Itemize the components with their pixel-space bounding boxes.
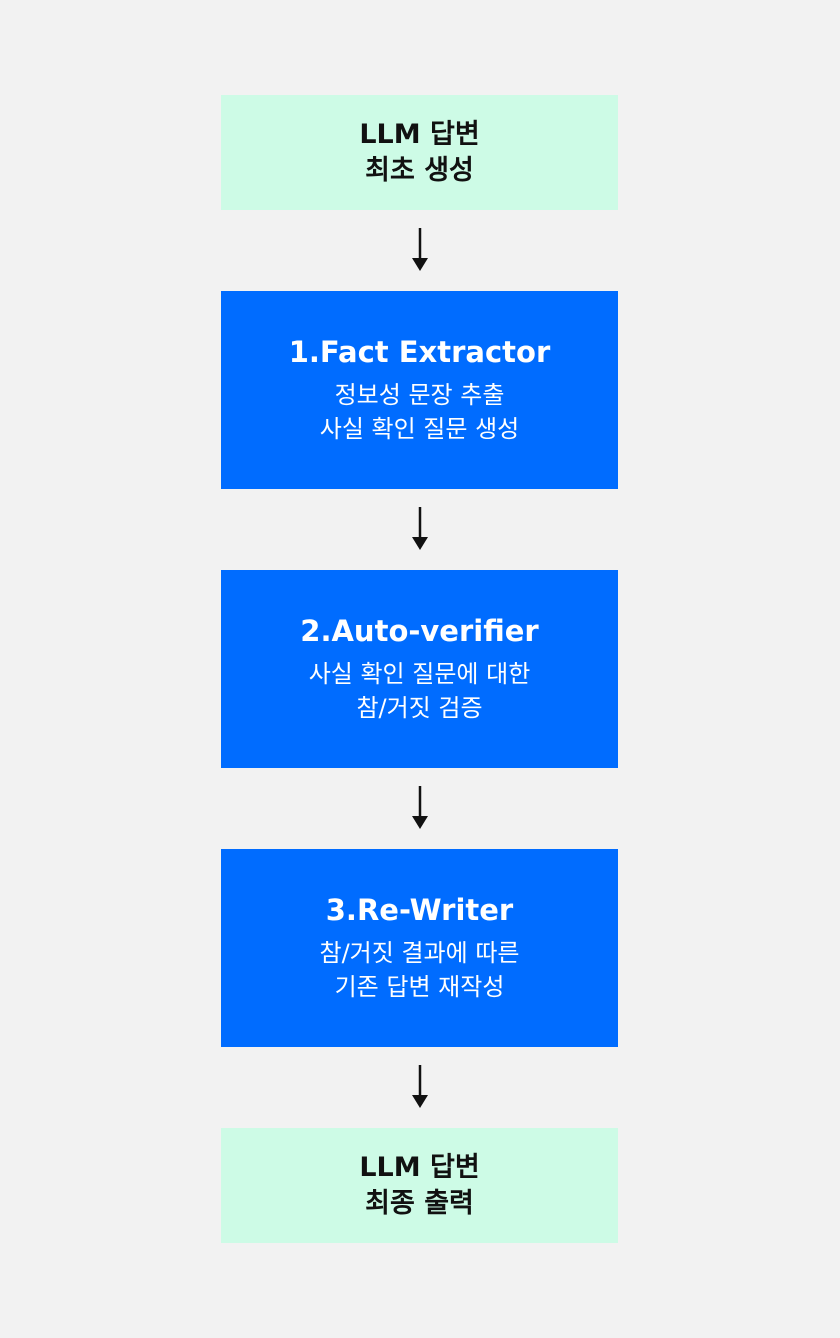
re-writer-desc-2: 기존 답변 재작성 [334,973,505,1001]
arrow-down-icon [412,507,428,550]
fact-extractor-desc-1: 정보성 문장 추출 [334,381,505,409]
auto-verifier-desc-2: 참/거짓 검증 [356,694,483,722]
fact-extractor-box: 1.Fact Extractor 정보성 문장 추출 사실 확인 질문 생성 [221,291,618,489]
end-line-2: 최종 출력 [365,1187,474,1219]
end-box: LLM 답변 최종 출력 [221,1128,618,1243]
fact-extractor-title: 1.Fact Extractor [288,335,551,369]
start-line-2: 최초 생성 [365,154,474,186]
start-box: LLM 답변 최초 생성 [221,95,618,210]
arrow-down-icon [412,228,428,271]
fact-extractor-desc-2: 사실 확인 질문 생성 [319,415,520,443]
end-line-1: LLM 답변 [359,1151,480,1183]
re-writer-box: 3.Re-Writer 참/거짓 결과에 따른 기존 답변 재작성 [221,849,618,1047]
arrow-down-icon [412,786,428,829]
start-line-1: LLM 답변 [359,118,480,150]
re-writer-title: 3.Re-Writer [325,893,514,927]
re-writer-desc-1: 참/거짓 결과에 따른 [319,939,520,967]
auto-verifier-desc-1: 사실 확인 질문에 대한 [308,660,531,688]
arrow-down-icon [412,1065,428,1108]
auto-verifier-title: 2.Auto-verifier [300,614,539,648]
auto-verifier-box: 2.Auto-verifier 사실 확인 질문에 대한 참/거짓 검증 [221,570,618,768]
